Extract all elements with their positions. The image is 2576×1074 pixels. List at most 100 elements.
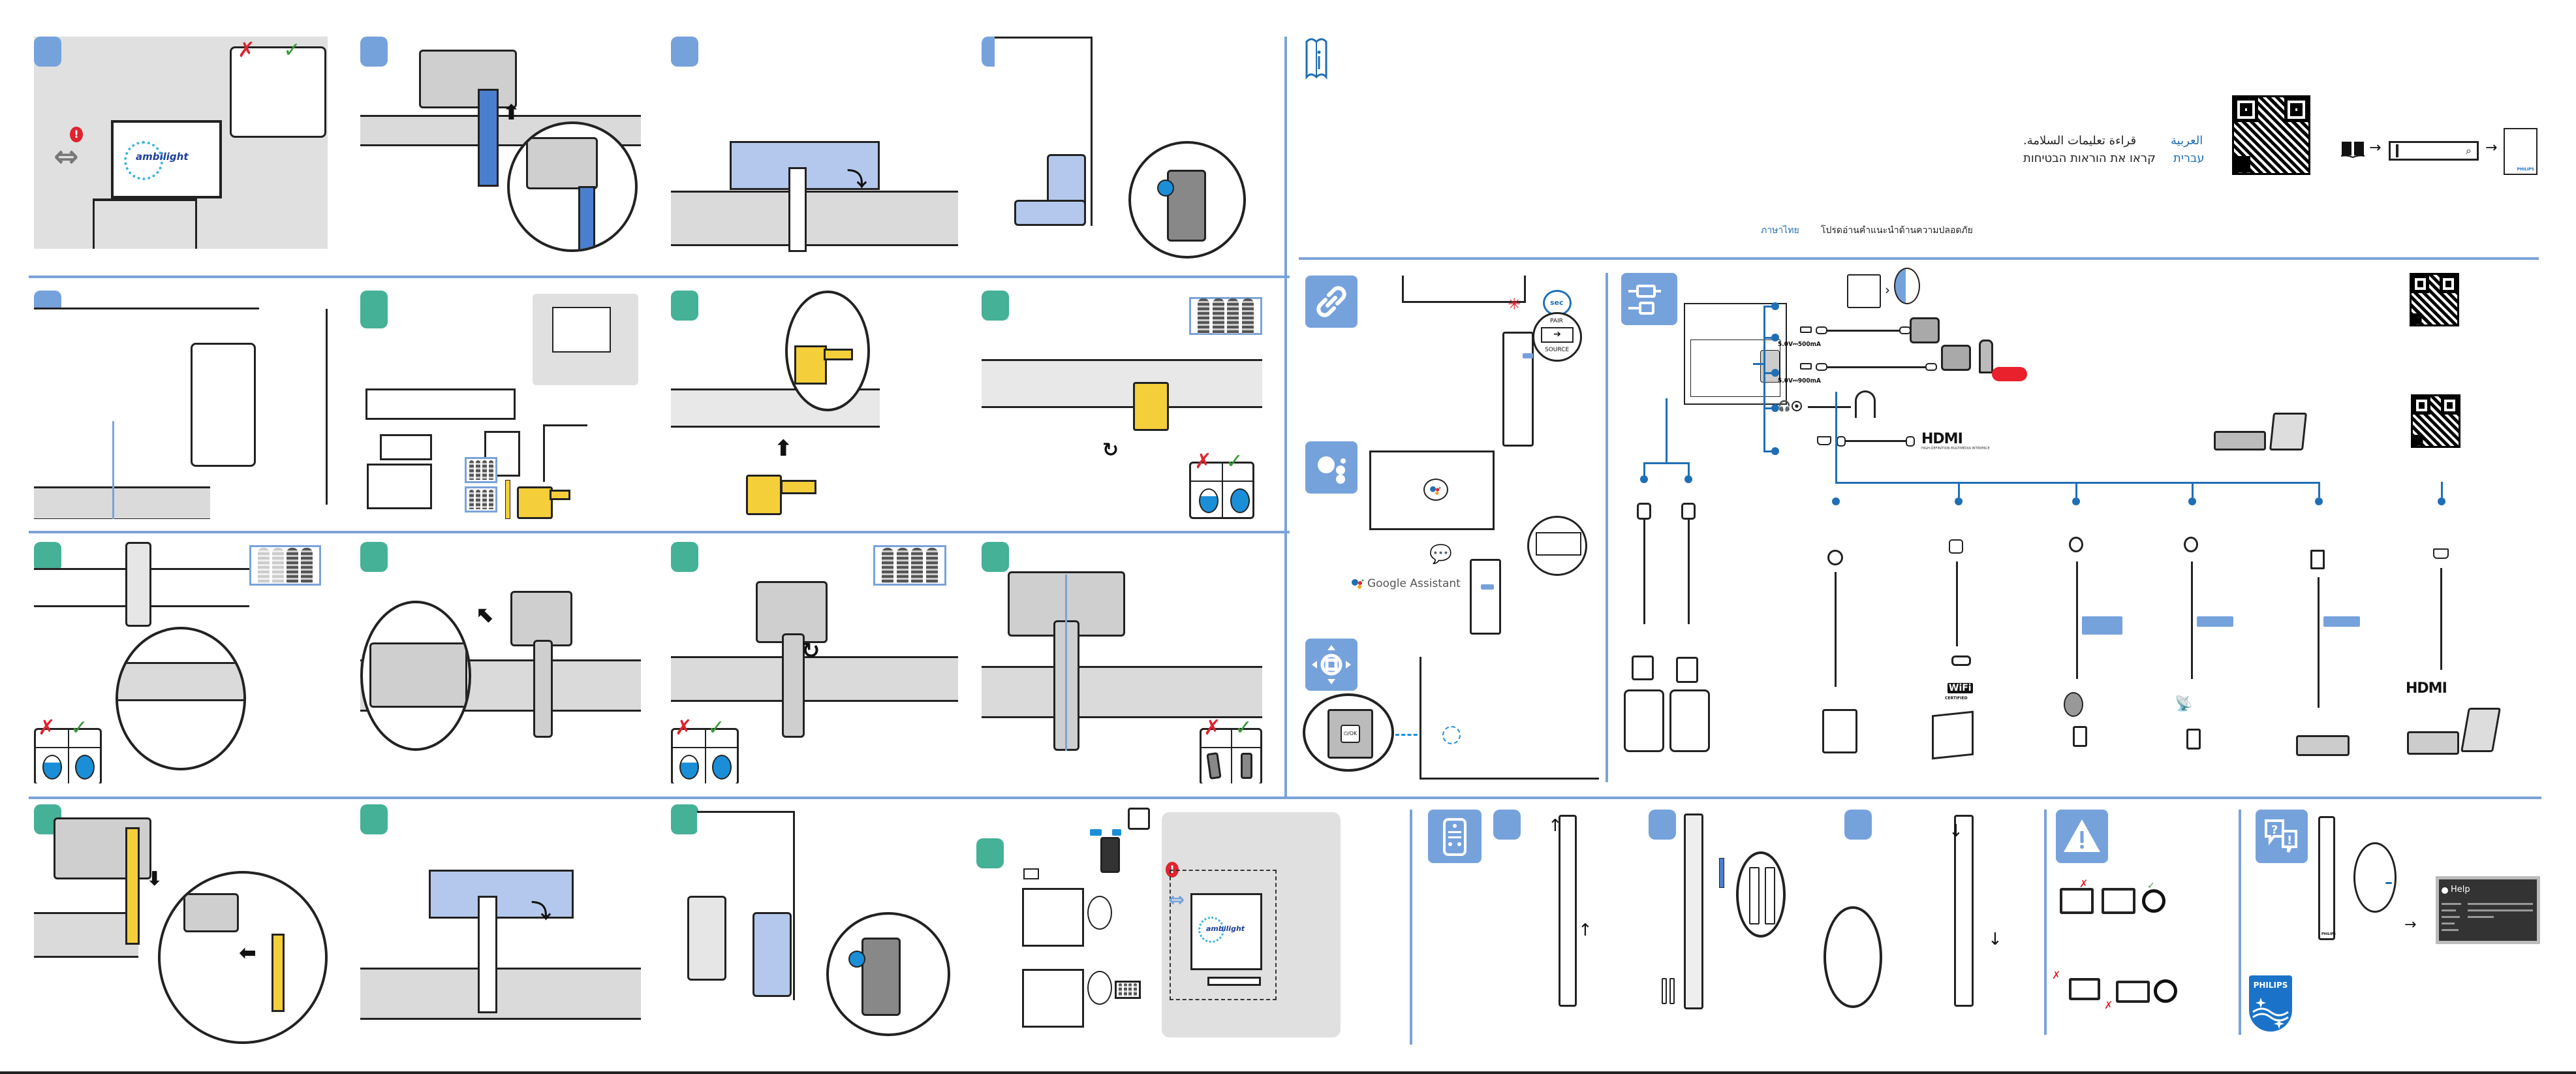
mount-bracket (756, 581, 828, 643)
step-remove-corner-cover (982, 37, 1262, 259)
remote-icon (1443, 818, 1466, 856)
wall-bracket-section (1100, 837, 1120, 873)
search-icon[interactable]: ⌕ (2466, 144, 2472, 157)
screw-card (873, 545, 946, 586)
bottom-divider-b (2044, 810, 2047, 1035)
back-cover-part (429, 870, 574, 919)
side-tree-link (1753, 363, 1765, 365)
battery-insert (1719, 858, 1724, 888)
rotate-arrow-icon: ⤵ (531, 900, 551, 923)
unplug-tv-icon (2060, 888, 2094, 914)
power-tree-bus (1643, 462, 1689, 464)
sub-port-icon (1827, 550, 1843, 565)
usb2-plug-end (1925, 363, 1937, 371)
manual-page[interactable]: PHILIPS (2504, 128, 2537, 175)
stand-base (34, 486, 210, 519)
safety-qr-code[interactable] (2232, 95, 2310, 175)
info-book-icon (1305, 37, 1327, 80)
cable-icon (1628, 285, 1661, 315)
svg-text:!: ! (2287, 834, 2292, 847)
no-liquid-tv-icon (2069, 978, 2100, 1000)
arc-branch (2441, 482, 2443, 498)
hdmi-port-icon (1817, 436, 1831, 445)
branch-1 (1763, 306, 1774, 308)
cloth-ok-mark-icon: ✓ (2147, 881, 2155, 891)
right-col-divider (1606, 273, 1608, 782)
eu-plug-warning (1624, 689, 1664, 752)
hdmi-logo: HDMI (1921, 431, 1963, 447)
lang-arabic[interactable]: العربية (2171, 134, 2203, 148)
yellow-bracket-arm (550, 490, 570, 500)
sub-cable (1835, 572, 1837, 687)
cover-part (380, 434, 432, 460)
row-divider-3 (29, 797, 2541, 799)
connections-tile (1621, 273, 1677, 325)
slide-up-arrow-icon: ↑ (1548, 816, 1562, 836)
lang-hebrew[interactable]: עברית (2173, 151, 2205, 165)
stand-neck (533, 640, 553, 738)
tv-back-upper (1022, 888, 1084, 947)
power-ok-button[interactable]: ⏻/OK (1341, 725, 1360, 743)
ant-branch (2192, 482, 2194, 498)
help-button-highlight[interactable] (2385, 882, 2392, 884)
manual-brand: PHILIPS (2517, 167, 2534, 172)
assistant-button-icon[interactable] (1536, 532, 1581, 556)
tv-bottom-edge (1402, 276, 1526, 303)
help-menu-line (2442, 909, 2456, 911)
pair-button-highlight[interactable] (1523, 353, 1533, 358)
branch-2 (1763, 337, 1774, 339)
wifi-certified-label: CERTIFIED (1945, 696, 1968, 701)
detail-magnifier: ⬅ (158, 871, 328, 1044)
step-hook-bracket: ⬉ (360, 542, 641, 783)
spacer-label (1090, 829, 1102, 836)
step-remove-back-cover: ⤵ (671, 37, 958, 259)
headphones-icon (1855, 390, 1876, 418)
joystick-location-marker (1442, 726, 1461, 744)
headphone-cable (1808, 406, 1851, 408)
lang-thai[interactable]: ภาษาไทย (1761, 225, 1799, 236)
slide-up-arrow-icon-2: ↑ (1578, 921, 1592, 940)
side-tree-trunk (1763, 306, 1765, 452)
step-vesa-wall-mount: ! ⇔ ambilight (976, 804, 1407, 1046)
usb2-port-icon (1800, 363, 1812, 370)
optical-cable (2318, 577, 2320, 708)
step-route-cable-wall: ✗ ✓ (982, 542, 1262, 783)
rotate-arrow-icon: ↻ (801, 638, 820, 664)
help-screen-title: Help (2451, 885, 2470, 894)
step-attach-yellow-bracket: ⬆ (671, 291, 958, 519)
detail-magnifier (507, 121, 638, 252)
google-assistant-label: Google Assistant (1367, 577, 1461, 590)
cable-cover-detail (578, 186, 595, 249)
sat-wall-socket (2073, 726, 2087, 747)
right-mark-icon: ✓ (1235, 715, 1252, 740)
step-tighten-screws: ↻ ✗ ✓ (671, 542, 958, 783)
source-button-icon[interactable]: ➔ (1541, 327, 1574, 343)
step-badge (34, 37, 61, 67)
alert-icon: ! (70, 127, 83, 142)
search-input[interactable]: ⌕ (2389, 141, 2479, 161)
wrong-hole-icon (42, 755, 62, 780)
joystick-icon (1312, 645, 1351, 684)
ok-cloth-icon (2142, 889, 2165, 913)
rail-detail (118, 662, 243, 701)
step-badge (982, 542, 1009, 572)
wrong-hole-icon (1199, 488, 1218, 513)
yellow-bracket-part (517, 486, 553, 519)
step-route-cable-stand (34, 291, 328, 519)
step-badge (360, 542, 388, 572)
help-menu-line (2442, 916, 2460, 918)
qr-code-top[interactable] (2410, 273, 2459, 326)
ci-card-icon (1847, 274, 1881, 308)
wrong-mark-icon: ✗ (1194, 449, 1212, 473)
step-attach-yellow-cover: ⬇ ⬅ (34, 804, 328, 1046)
spacer-part (484, 431, 520, 477)
battery-step-2-badge (1649, 810, 1676, 840)
usb1-plug (1816, 326, 1827, 334)
assistant-button-highlight[interactable] (1481, 584, 1494, 590)
philips-logo-text: PHILIPS (2253, 981, 2288, 990)
right-header-divider (1299, 257, 2539, 260)
qr-code-bottom[interactable] (2411, 394, 2460, 448)
wifi-badge: WiFi (1948, 683, 1973, 693)
help-tile: ?! (2256, 810, 2308, 863)
corner-gray (687, 896, 726, 981)
